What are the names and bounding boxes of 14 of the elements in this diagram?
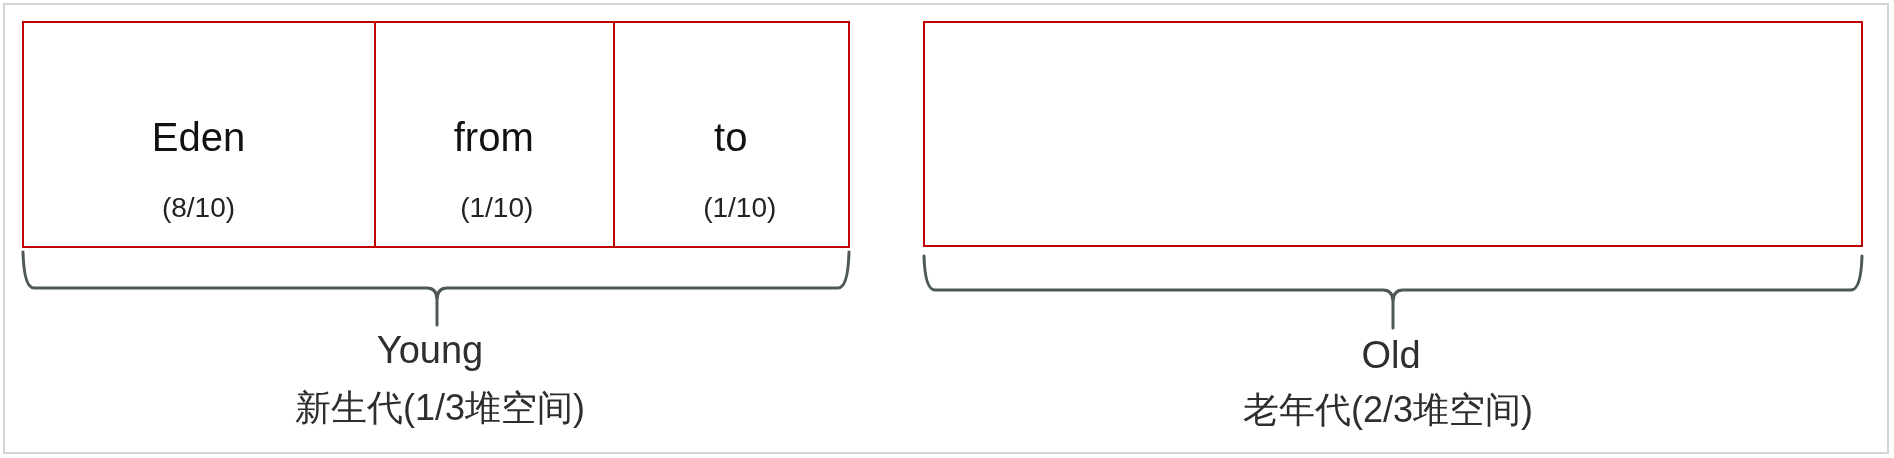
region-ratio: (1/10): [460, 191, 534, 224]
region-title: from: [453, 113, 534, 160]
heap-region-box: [22, 21, 376, 248]
region-title: to: [714, 113, 748, 160]
heap-region-box: [923, 21, 1863, 247]
heap-region-box: [373, 21, 615, 248]
region-ratio: (1/10): [703, 191, 777, 224]
region-title: Eden: [151, 113, 246, 160]
generation-name: Young: [376, 329, 484, 373]
generation-description: 老年代(2/3堆空间): [1243, 389, 1533, 431]
generation-description: 新生代(1/3堆空间): [295, 387, 585, 429]
region-ratio: (8/10): [161, 191, 236, 224]
heap-region-box: [612, 21, 850, 248]
generation-name: Old: [1361, 334, 1421, 378]
